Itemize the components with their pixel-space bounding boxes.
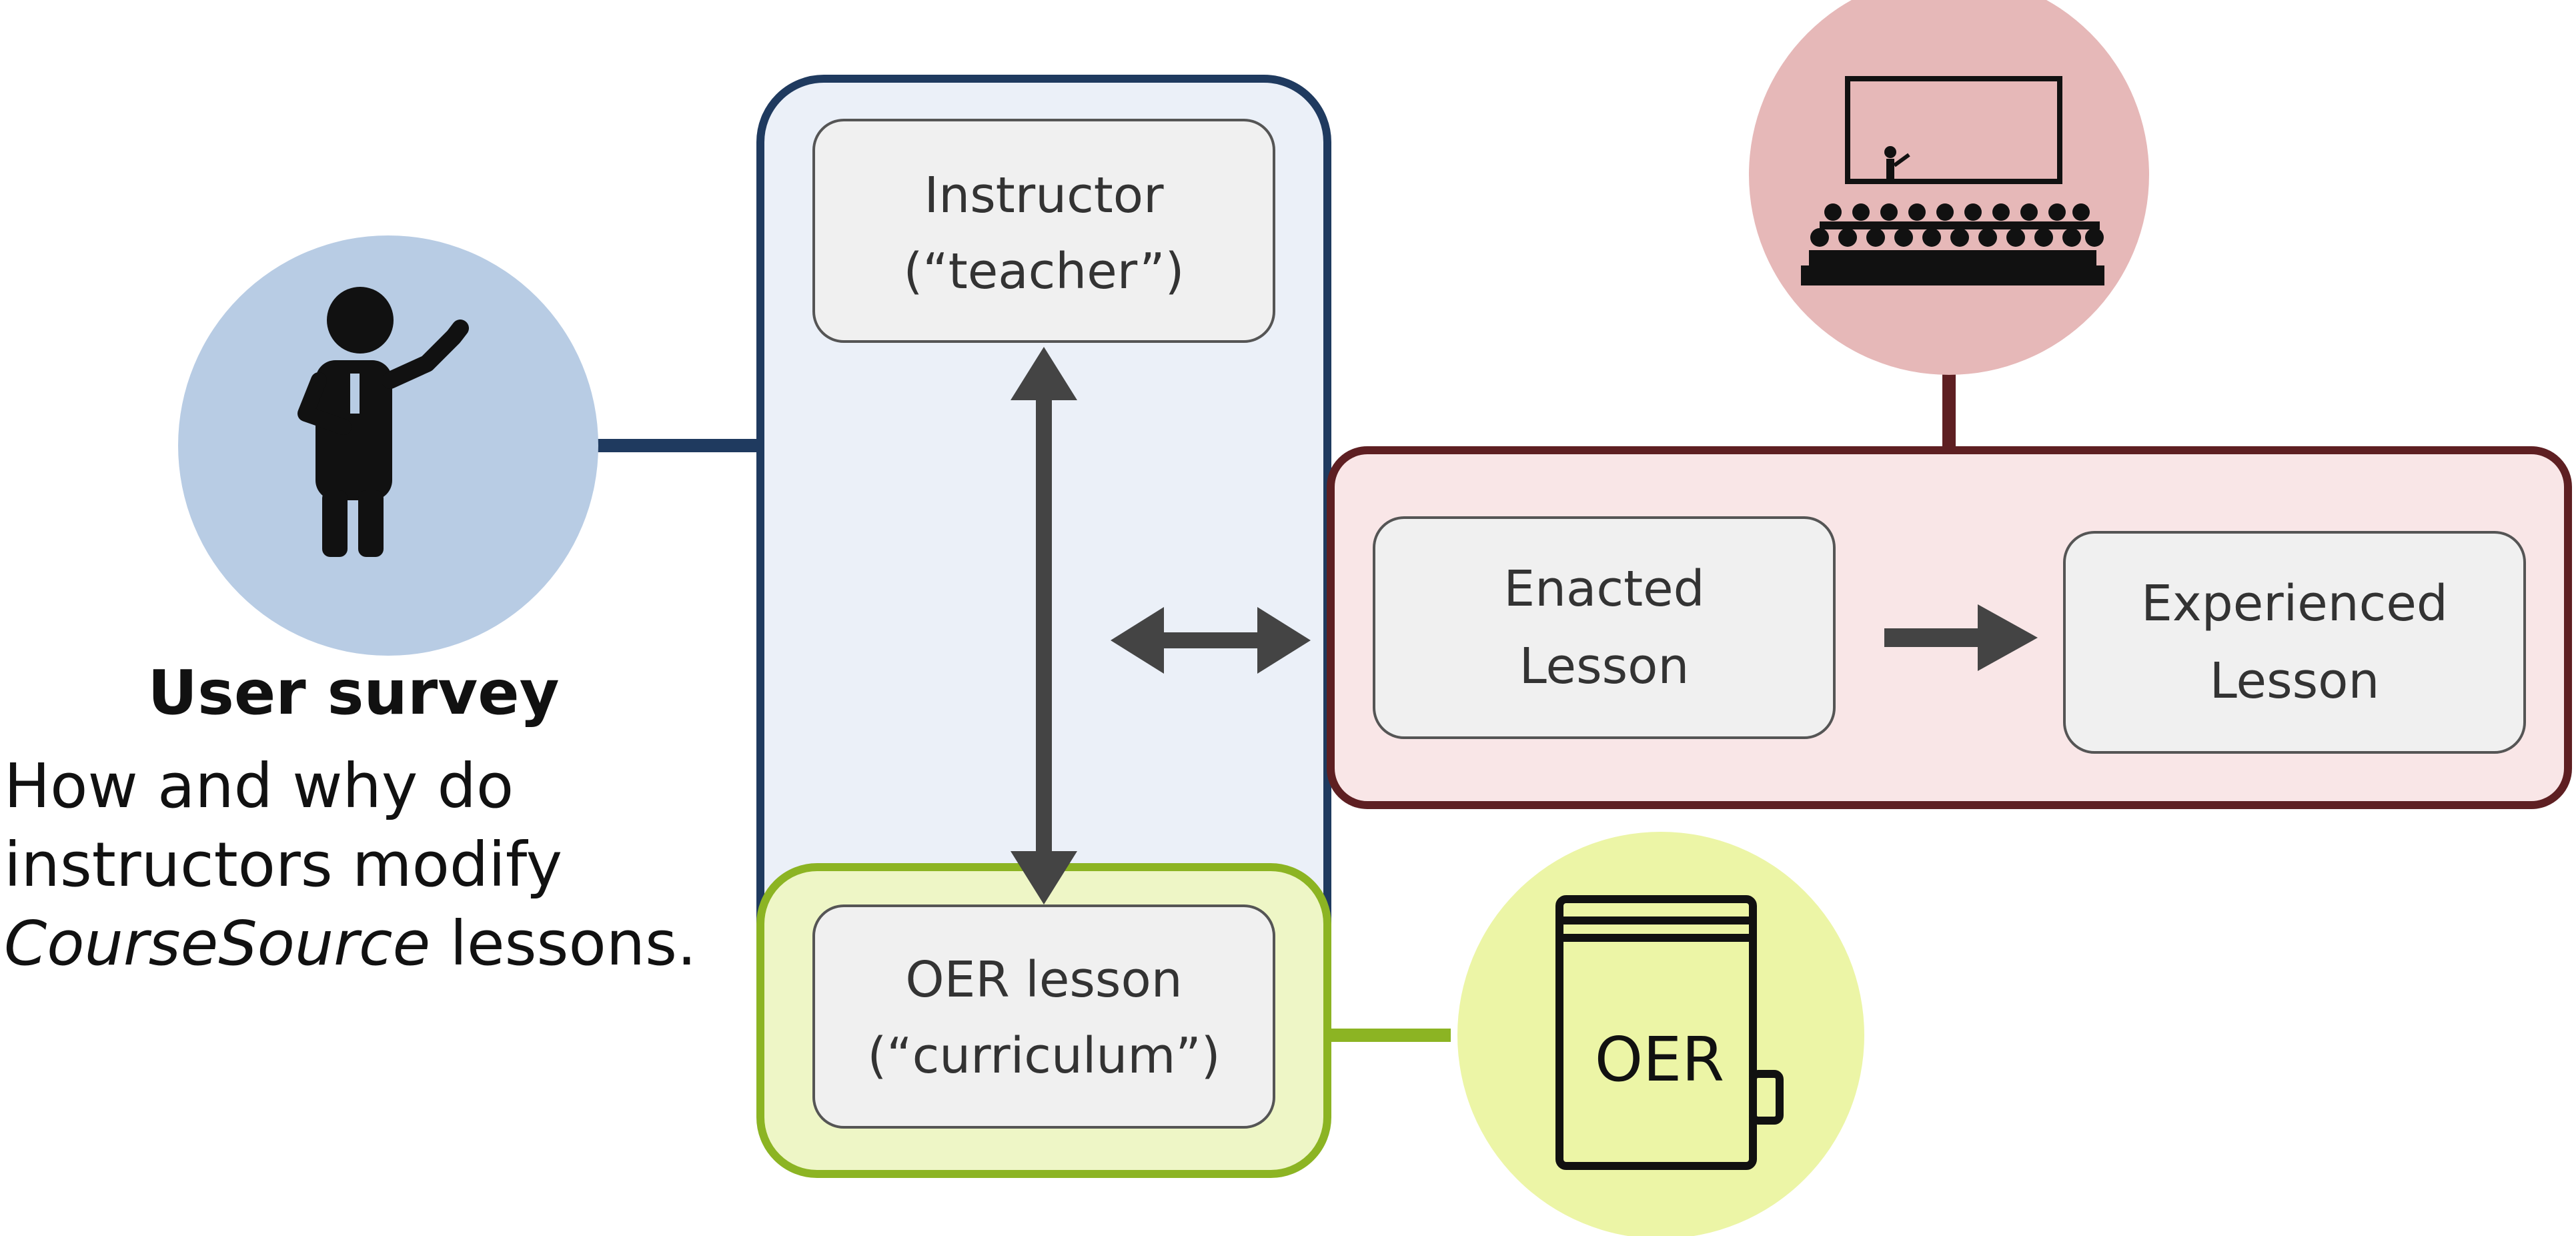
instructor-box-line2: (“teacher”) (904, 243, 1185, 300)
oer-lesson-box-line1: OER lesson (905, 951, 1182, 1009)
enacted-lesson-box: Enacted Lesson (1373, 516, 1836, 739)
book-circle: OER (1457, 832, 1864, 1236)
instructor-box-line1: Instructor (924, 167, 1164, 224)
oer-lesson-box: OER lesson (“curriculum”) (812, 904, 1275, 1129)
classroom-icon (1801, 76, 2104, 285)
survey-circle (178, 235, 598, 656)
experienced-lesson-box-line1: Experienced (2141, 575, 2448, 632)
experienced-lesson-box: Experienced Lesson (2063, 531, 2526, 754)
book-icon (1555, 895, 1784, 1170)
vertical-double-arrow (1011, 347, 1077, 904)
survey-line-3-italic: CourseSource (4, 908, 431, 979)
survey-line-3: CourseSource lessons. (4, 904, 738, 983)
forward-arrow (1884, 604, 2038, 671)
enacted-lesson-box-line1: Enacted (1503, 560, 1704, 618)
presenter-icon (297, 287, 469, 557)
instructor-box: Instructor (“teacher”) (812, 119, 1275, 343)
enacted-lesson-box-line2: Lesson (1519, 638, 1690, 695)
survey-line-3-rest: lessons. (430, 908, 697, 979)
survey-title: User survey (147, 657, 560, 728)
horizontal-double-arrow (1111, 607, 1311, 674)
survey-line-2: instructors modify (4, 829, 563, 900)
survey-line-1: How and why do (4, 750, 514, 822)
survey-description: How and why do instructors modify Course… (4, 747, 738, 983)
experienced-lesson-box-line2: Lesson (2210, 652, 2380, 710)
book-label: OER (1595, 1024, 1724, 1095)
classroom-circle (1749, 0, 2149, 375)
oer-lesson-box-line2: (“curriculum”) (867, 1027, 1220, 1085)
